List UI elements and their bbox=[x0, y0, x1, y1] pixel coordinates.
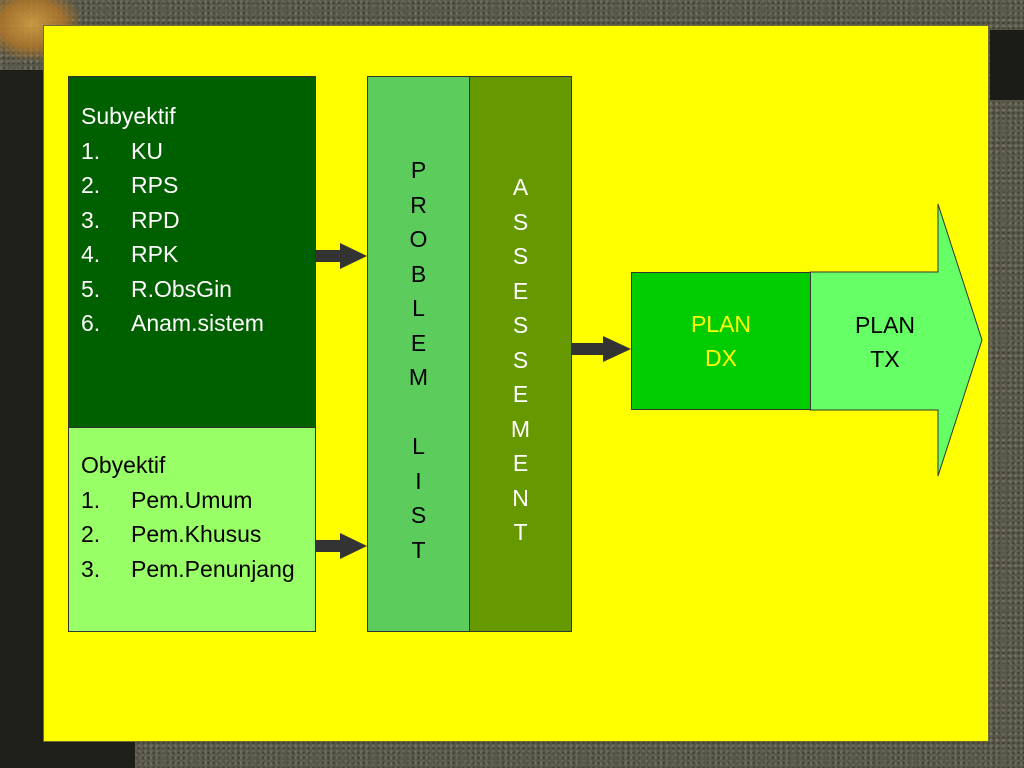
list-item: 2.RPS bbox=[81, 172, 179, 198]
list-item: 6.Anam.sistem bbox=[81, 310, 264, 336]
list-item: 4.RPK bbox=[81, 241, 179, 267]
plan-tx-arrow-shape bbox=[809, 203, 983, 477]
objective-box: Obyektif 1.Pem.Umum 2.Pem.Khusus 3.Pem.P… bbox=[68, 427, 316, 632]
plan-tx-label: PLAN TX bbox=[854, 312, 916, 372]
assessment-box: A S S E S S E M E N T bbox=[469, 76, 572, 632]
arrow-objective-to-problem bbox=[316, 533, 367, 559]
list-item: 1.Pem.Umum bbox=[81, 486, 253, 513]
list-item: 3.Pem.Penunjang bbox=[81, 555, 295, 582]
plan-dx-box: PLAN DX bbox=[631, 272, 811, 410]
list-item: 1.KU bbox=[81, 137, 163, 164]
subjective-box: Subyektif 1.KU 2.RPS 3.RPD 4.RPK 5.R.Obs… bbox=[68, 76, 316, 428]
background-strip-right bbox=[990, 30, 1024, 100]
list-item: 5.R.ObsGin bbox=[81, 275, 232, 302]
problem-list-label: P R O B L E M L I S T bbox=[408, 157, 429, 563]
assessment-label: A S S E S S E M E N T bbox=[510, 174, 531, 545]
objective-title: Obyektif bbox=[81, 452, 166, 478]
arrow-subjective-to-problem bbox=[316, 243, 367, 269]
problem-list-box: P R O B L E M L I S T bbox=[367, 76, 470, 632]
objective-list: Obyektif 1.Pem.Umum 2.Pem.Khusus 3.Pem.P… bbox=[81, 448, 295, 586]
list-item: 2.Pem.Khusus bbox=[81, 521, 262, 547]
subjective-title: Subyektif bbox=[81, 103, 176, 129]
plan-dx-label: PLAN DX bbox=[690, 311, 752, 371]
list-item: 3.RPD bbox=[81, 206, 180, 233]
arrow-assessment-to-plan bbox=[572, 336, 631, 362]
subjective-list: Subyektif 1.KU 2.RPS 3.RPD 4.RPK 5.R.Obs… bbox=[81, 99, 264, 341]
